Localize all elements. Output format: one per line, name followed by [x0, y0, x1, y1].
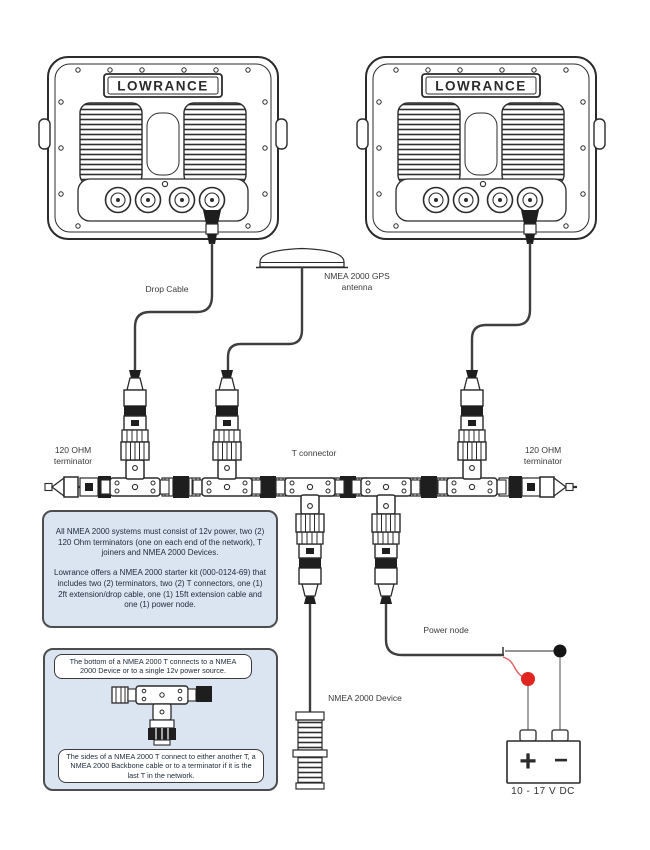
t-connector-2: [192, 459, 262, 497]
drop-cable-power: [384, 600, 505, 657]
positive-wire: [502, 656, 526, 679]
nmea-info-box: All NMEA 2000 systems must consist of 12…: [42, 510, 278, 628]
t-connector-1: [100, 459, 170, 497]
drop-connector-4: [371, 513, 401, 605]
drop-connector-5: [457, 369, 487, 461]
t-connector-note-box: The bottom of a NMEA 2000 T connects to …: [43, 648, 278, 791]
display-2-brand-logo: LOWRANCE: [435, 79, 527, 94]
info-paragraph-1: All NMEA 2000 systems must consist of 12…: [55, 526, 265, 558]
terminator-right-icon: [498, 476, 574, 498]
power-node-label: Power node: [423, 625, 469, 635]
drop-connector-3: [295, 513, 325, 605]
nmea-2000-device-icon: [292, 711, 328, 790]
t-connector-illustration: [111, 685, 212, 746]
drop-cable-display-2: [470, 242, 532, 382]
t-connector-label: T connector: [291, 448, 337, 458]
positive-node-dot: [521, 672, 535, 686]
drop-cables: [133, 242, 532, 714]
drop-connector-2: [212, 369, 242, 461]
display-1-brand-logo: LOWRANCE: [117, 79, 209, 94]
battery-icon: + −: [506, 729, 581, 784]
t-connector-5: [437, 459, 507, 497]
drop-cable-label: Drop Cable: [145, 284, 189, 294]
negative-node-dot: [553, 644, 567, 658]
gps-antenna-label: NMEA 2000 GPS antenna: [324, 271, 390, 292]
t-sides-note: The sides of a NMEA 2000 T connect to ei…: [58, 749, 264, 784]
power-node-wiring: [502, 644, 567, 731]
battery-negative-symbol: −: [554, 747, 568, 774]
t-bottom-note: The bottom of a NMEA 2000 T connects to …: [54, 654, 252, 679]
terminator-right-label: 120 OHM terminator: [523, 445, 563, 466]
gps-antenna-icon: [256, 247, 348, 269]
drop-cable-antenna: [226, 266, 304, 380]
drop-cable-display-1: [133, 242, 214, 380]
t-connector-3: [275, 477, 345, 515]
info-paragraph-2: Lowrance offers a NMEA 2000 starter kit …: [54, 568, 266, 610]
battery-positive-symbol: +: [519, 745, 537, 778]
t-connector-4: [351, 477, 421, 515]
nmea-device-label: NMEA 2000 Device: [328, 693, 402, 703]
drop-connector-1: [120, 369, 150, 461]
terminator-left-label: 120 OHM terminator: [53, 445, 93, 466]
battery-voltage-label: 10 - 17 V DC: [511, 786, 575, 797]
